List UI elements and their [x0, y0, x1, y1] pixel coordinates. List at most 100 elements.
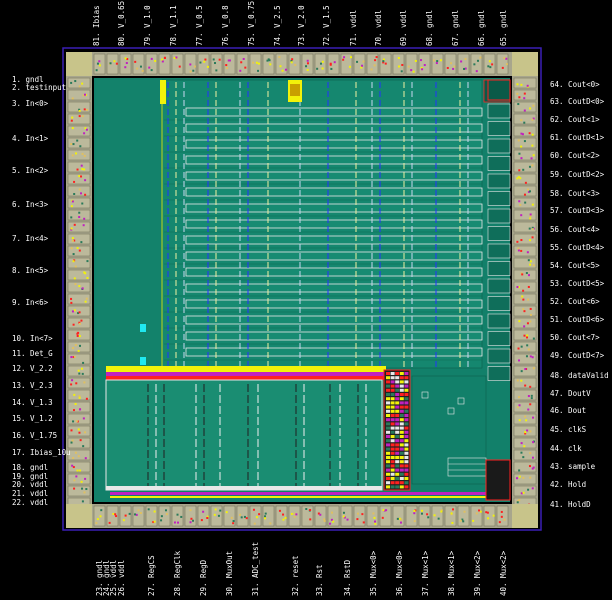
pad-cell: [106, 505, 119, 527]
standard-cell: [386, 439, 390, 443]
pad-via: [520, 249, 523, 252]
pad-via: [217, 514, 220, 517]
pad-via: [531, 164, 534, 167]
output-driver-cell: [487, 313, 511, 329]
pad-via: [460, 60, 463, 63]
pad-via: [427, 516, 430, 519]
standard-cell: [399, 435, 404, 438]
pin-label-left-19: 19. gndl: [12, 472, 48, 481]
pad-cell: [67, 401, 91, 413]
standard-cell: [404, 418, 409, 422]
pad-via: [82, 445, 85, 448]
standard-cell: [395, 393, 400, 396]
corner-cell-top-left: [66, 52, 92, 76]
pad-via: [436, 60, 439, 63]
standard-cell: [399, 472, 404, 476]
standard-cell: [404, 439, 409, 443]
pad-via: [525, 336, 528, 339]
pad-via: [75, 382, 78, 385]
pin-label-top-66: 66. gndl: [477, 10, 486, 46]
analog-bias-column: [96, 80, 163, 370]
pad-via: [215, 69, 218, 72]
pad-via: [526, 334, 529, 337]
pad-via: [77, 312, 80, 315]
pad-via: [74, 344, 77, 347]
pad-via: [258, 513, 261, 516]
pad-via: [76, 247, 79, 250]
standard-cell: [404, 464, 409, 468]
pad-via: [113, 60, 116, 63]
pad-via: [253, 522, 256, 525]
pad-via: [520, 370, 523, 373]
standard-cell: [386, 384, 390, 388]
pad-via: [527, 348, 530, 351]
pad-cell: [132, 505, 145, 527]
pad-via: [70, 301, 73, 304]
pad-cell: [67, 197, 91, 209]
pad-via: [530, 397, 533, 400]
pad-via: [72, 143, 75, 146]
pad-via: [439, 59, 442, 62]
pad-via: [79, 439, 82, 442]
output-driver-cell: [487, 156, 511, 171]
pad-via: [518, 320, 521, 323]
pad-via: [85, 488, 88, 491]
standard-cell: [390, 393, 395, 396]
pin-label-top-73: 73. V_2.0: [297, 5, 306, 46]
standard-cell: [404, 426, 409, 430]
pad-cell: [223, 505, 236, 527]
pad-via: [76, 139, 79, 142]
pad-via: [255, 61, 258, 64]
pad-via: [200, 519, 203, 522]
pad-via: [528, 165, 531, 168]
pad-via: [479, 510, 482, 513]
pad-via: [84, 300, 87, 303]
pin-label-left-18: 18. gndl: [12, 463, 48, 472]
pad-via: [73, 192, 76, 195]
pad-via: [114, 513, 117, 516]
pad-via: [165, 513, 168, 516]
pad-via: [230, 516, 233, 519]
pad-via: [75, 152, 78, 155]
pin-label-left-6: 6. In<3>: [12, 200, 49, 209]
pad-via: [189, 521, 192, 524]
pad-via: [384, 62, 387, 65]
pad-via: [80, 192, 83, 195]
pad-via: [135, 513, 138, 516]
pad-via: [173, 57, 176, 60]
pad-via: [531, 356, 534, 359]
pad-cell: [470, 505, 483, 527]
pad-via: [522, 491, 525, 494]
pin-label-right-49: 49. CoutD<7>: [550, 351, 605, 360]
pad-via: [73, 393, 76, 396]
pad-via: [160, 519, 163, 522]
standard-cell: [386, 372, 390, 375]
pad-cell: [392, 505, 405, 527]
pad-cell: [67, 149, 91, 161]
standard-cell: [386, 481, 390, 485]
digital-standard-cells: [386, 372, 409, 489]
standard-cell: [404, 384, 409, 388]
standard-cell: [395, 464, 400, 468]
pad-via: [73, 309, 76, 312]
pad-cell: [513, 365, 537, 377]
standard-cell: [390, 464, 395, 468]
pad-via: [472, 519, 475, 522]
pad-via: [84, 457, 87, 460]
pad-via: [95, 69, 98, 72]
pad-via: [529, 190, 532, 193]
pad-via: [80, 164, 83, 167]
pad-via: [244, 66, 247, 69]
pad-via: [71, 464, 74, 467]
pad-via: [520, 83, 523, 86]
array-row-stripe: [185, 107, 483, 117]
standard-cell: [399, 388, 404, 392]
pad-via: [522, 456, 525, 459]
standard-cell: [399, 430, 404, 434]
output-driver-cell: [487, 366, 511, 381]
pad-via: [83, 491, 86, 494]
pad-via: [84, 179, 87, 182]
pad-via: [80, 367, 83, 370]
pixel-array-block: [161, 79, 483, 369]
pad-via: [78, 85, 81, 88]
